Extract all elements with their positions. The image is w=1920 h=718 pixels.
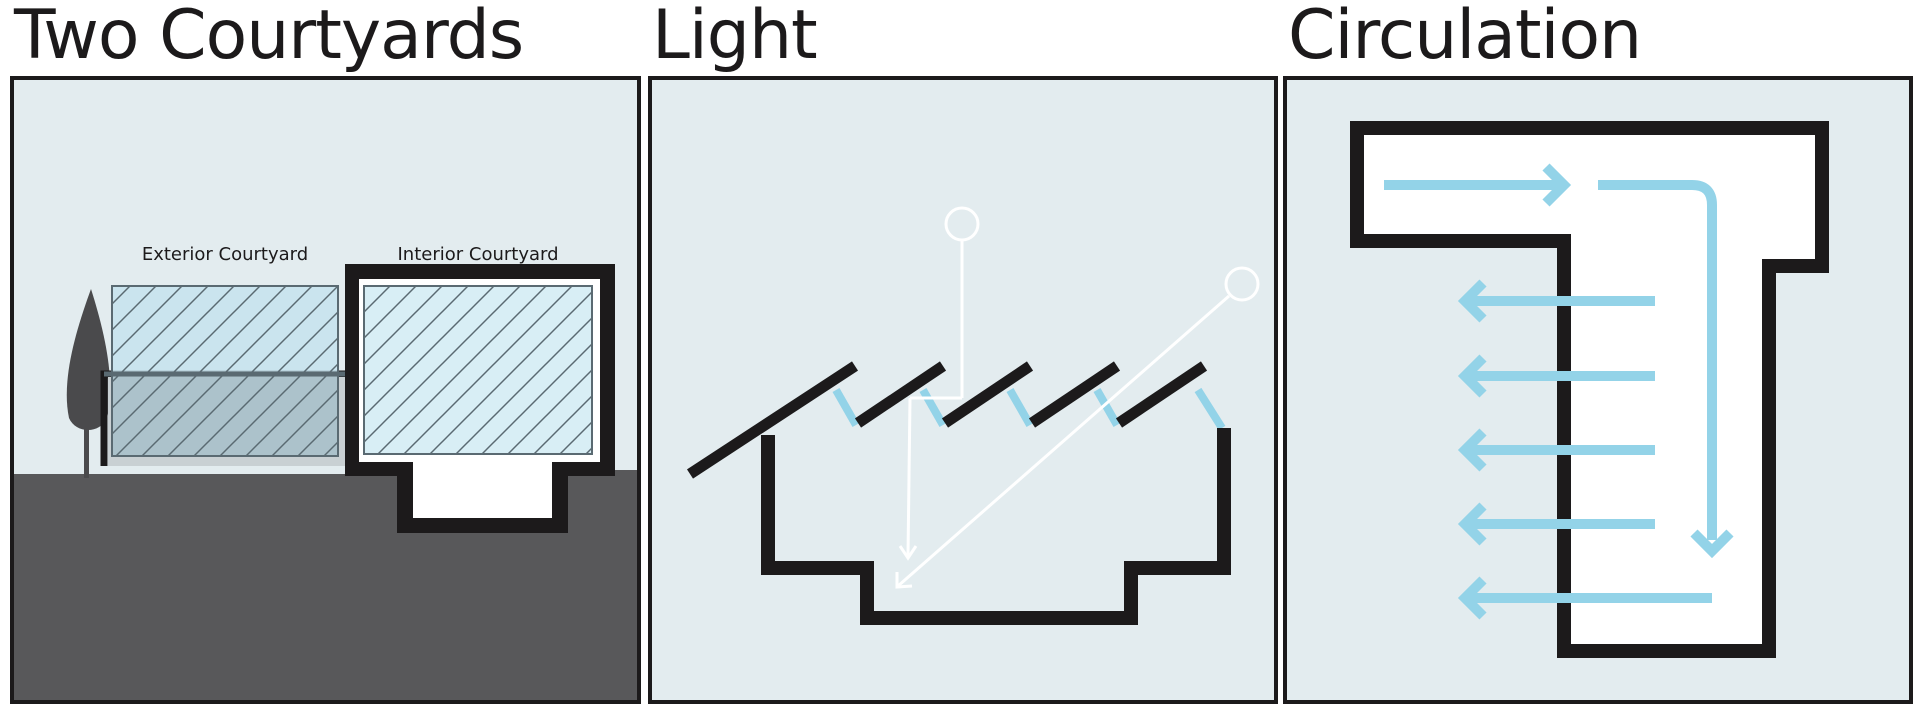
panel-1-frame xyxy=(10,76,641,704)
panel-title-circulation: Circulation xyxy=(1288,0,1642,75)
tree-icon xyxy=(66,289,111,478)
sawtooth-roof xyxy=(686,361,1208,479)
panel-title-two-courtyards: Two Courtyards xyxy=(14,0,524,75)
panel-light xyxy=(648,76,1278,704)
sun-path-diagonal xyxy=(895,266,1260,589)
interior-courtyard-label: Interior Courtyard xyxy=(397,244,558,265)
arrow-icon xyxy=(895,572,913,589)
arrow-icon xyxy=(1690,529,1734,559)
clerestory-glazing xyxy=(832,387,1226,431)
panel-title-light: Light xyxy=(652,0,818,75)
circulation-arrows xyxy=(1384,163,1734,620)
arrow-icon xyxy=(1457,502,1487,546)
sun-path-vertical xyxy=(898,206,980,561)
light-building-section xyxy=(761,428,1231,625)
exterior-courtyard-label: Exterior Courtyard xyxy=(142,244,308,265)
sun-icon xyxy=(1224,266,1260,302)
interior-courtyard-building xyxy=(345,264,615,533)
arrow-icon xyxy=(1457,279,1487,323)
panel-circulation xyxy=(1283,76,1913,704)
arrow-icon xyxy=(1457,576,1487,620)
arrow-icon xyxy=(898,545,918,561)
arrow-icon xyxy=(1542,163,1572,207)
panel-two-courtyards: Exterior Courtyard Interior Courtyard xyxy=(10,76,641,704)
arrow-icon xyxy=(1457,354,1487,398)
arrow-icon xyxy=(1457,428,1487,472)
